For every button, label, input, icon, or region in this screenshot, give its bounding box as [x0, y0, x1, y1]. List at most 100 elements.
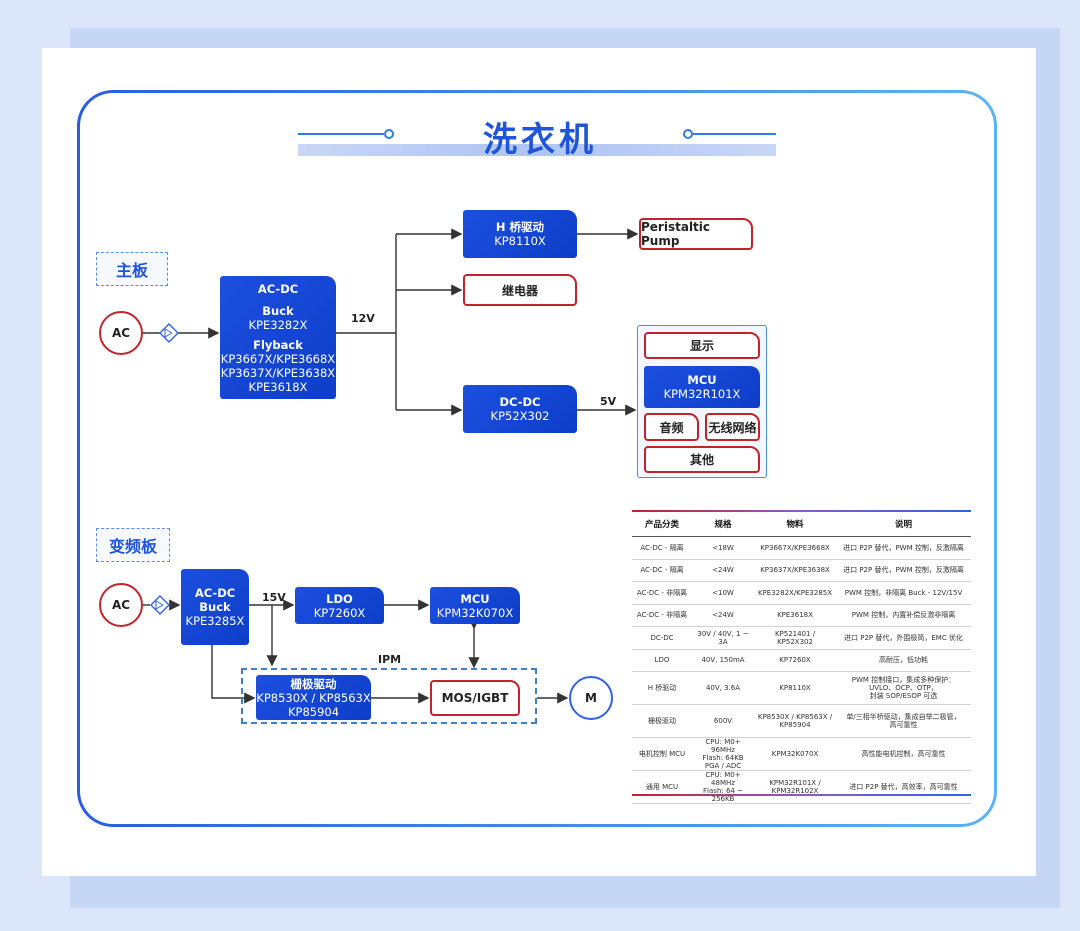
cell-part: KPE3282X/KPE3285X: [754, 581, 836, 605]
display-block: 显示: [644, 332, 760, 359]
inverter-board-tag: 变频板: [96, 528, 170, 562]
main-mcu-part: KPM32R101X: [663, 387, 741, 401]
gate-driver-part2: KP85904: [287, 704, 340, 719]
inverter-acdc-buck: Buck: [199, 600, 231, 614]
cell-spec: CPU: M0+ 48MHz Flash: 64 ~ 256KB: [692, 770, 754, 804]
main-board-tag: 主板: [96, 252, 168, 286]
cell-part: KP7260X: [754, 649, 836, 672]
motor-circle: M: [569, 676, 613, 720]
cell-desc: 高性能电机控制，高可靠性: [836, 737, 971, 771]
cell-part: KPM32R101X / KPM32R102X: [754, 770, 836, 804]
cell-category: H 桥驱动: [632, 671, 692, 705]
main-mcu-block: MCU KPM32R101X: [644, 366, 760, 408]
cell-spec: <24W: [692, 604, 754, 627]
label-12v: 12V: [351, 312, 375, 325]
table-bottom-rule: [632, 794, 971, 796]
cell-category: 通用 MCU: [632, 770, 692, 804]
cell-desc: 单/三相半桥驱动，集成自举二极管， 高可靠性: [836, 704, 971, 738]
cell-spec: CPU: M0+ 96MHz Flash: 64KB PGA / ADC: [692, 737, 754, 771]
cell-spec: 30V / 40V, 1 ~ 3A: [692, 626, 754, 650]
main-acdc-block: AC-DC Buck KPE3282X Flyback KP3667X/KPE3…: [220, 276, 336, 399]
dcdc-block: DC-DC KP52X302: [463, 385, 577, 433]
ipm-label: IPM: [378, 653, 402, 666]
gate-driver-block: 栅极驱动 KP8530X / KP8563X KP85904: [256, 675, 371, 720]
peristaltic-pump-block: Peristaltic Pump: [639, 218, 753, 250]
cell-desc: 进口 P2P 替代，PWM 控制，反激隔离: [836, 559, 971, 582]
main-acdc-flyback: Flyback: [253, 337, 303, 352]
mos-igbt-block: MOS/IGBT: [430, 680, 520, 716]
main-acdc-flyback-part3: KPE3618X: [248, 379, 308, 394]
cell-category: AC-DC - 隔离: [632, 536, 692, 560]
label-5v: 5V: [600, 395, 617, 408]
cell-spec: <24W: [692, 559, 754, 582]
cell-spec: 40V, 150mA: [692, 649, 754, 672]
inverter-acdc-title: AC-DC: [194, 586, 236, 600]
cell-spec: 600V: [692, 704, 754, 738]
cell-category: AC-DC - 隔离: [632, 559, 692, 582]
main-acdc-flyback-part1: KP3667X/KPE3668X: [220, 351, 336, 366]
audio-block: 音频: [644, 413, 699, 441]
cell-category: LDO: [632, 649, 692, 672]
page-title: 洗衣机: [483, 120, 597, 160]
dcdc-title: DC-DC: [499, 395, 541, 409]
table-header-row: 产品分类 规格 物料 说明: [632, 512, 971, 537]
cell-part: KP3637X/KPE3638X: [754, 559, 836, 582]
ldo-part: KP7260X: [313, 605, 366, 620]
cell-desc: 高耐压，低功耗: [836, 649, 971, 672]
inverter-mcu-part: KPM32K070X: [436, 605, 514, 620]
main-acdc-flyback-part2: KP3637X/KPE3638X: [220, 365, 336, 380]
main-acdc-buck: Buck: [262, 303, 294, 318]
title-line-right: [693, 133, 776, 135]
cell-part: KP521401 / KP52X302: [754, 626, 836, 650]
hbridge-part: KP8110X: [494, 234, 546, 248]
ldo-title: LDO: [326, 591, 353, 606]
inverter-acdc-part: KPE3285X: [185, 614, 245, 628]
inverter-mcu-block: MCU KPM32K070X: [430, 587, 520, 624]
relay-block: 继电器: [463, 274, 577, 306]
cell-category: DC-DC: [632, 626, 692, 650]
gate-driver-title: 栅极驱动: [290, 676, 337, 691]
cell-category: 电机控制 MCU: [632, 737, 692, 771]
inverter-acdc-block: AC-DC Buck KPE3285X: [181, 569, 249, 645]
main-acdc-title: AC-DC: [257, 281, 299, 296]
gate-driver-part1: KP8530X / KP8563X: [256, 690, 371, 705]
table-top-rule: [632, 510, 971, 512]
main-acdc-buck-part: KPE3282X: [248, 317, 308, 332]
header-part: 物料: [754, 512, 836, 537]
cell-desc: PWM 控制接口，集成多种保护： UVLO、OCP、OTP， 封装 SOP/ES…: [836, 671, 971, 705]
header-desc: 说明: [836, 512, 971, 537]
ipm-dashed-region: [241, 668, 537, 724]
cell-category: AC-DC - 非隔离: [632, 581, 692, 605]
cell-spec: 40V, 3.6A: [692, 671, 754, 705]
cell-spec: <18W: [692, 536, 754, 560]
hbridge-title: H 桥驱动: [495, 220, 545, 234]
ldo-block: LDO KP7260X: [295, 587, 384, 624]
cell-part: KP3667X/KPE3668X: [754, 536, 836, 560]
header-spec: 规格: [692, 512, 754, 537]
cell-part: KP8530X / KP8563X / KP85904: [754, 704, 836, 738]
cell-desc: PWM 控制，非隔离 Buck - 12V/15V: [836, 581, 971, 605]
cell-desc: 进口 P2P 替代，PWM 控制，反激隔离: [836, 536, 971, 560]
wireless-block: 无线网络: [705, 413, 760, 441]
label-15v: 15V: [262, 591, 286, 604]
title-line-left: [298, 133, 384, 135]
cell-category: AC-DC - 非隔离: [632, 604, 692, 627]
header-category: 产品分类: [632, 512, 692, 537]
cell-spec: <10W: [692, 581, 754, 605]
cell-part: KPM32K070X: [754, 737, 836, 771]
cell-desc: 进口 P2P 替代，高效率，高可靠性: [836, 770, 971, 804]
ac-source-main: AC: [99, 311, 143, 355]
inverter-mcu-title: MCU: [460, 591, 490, 606]
